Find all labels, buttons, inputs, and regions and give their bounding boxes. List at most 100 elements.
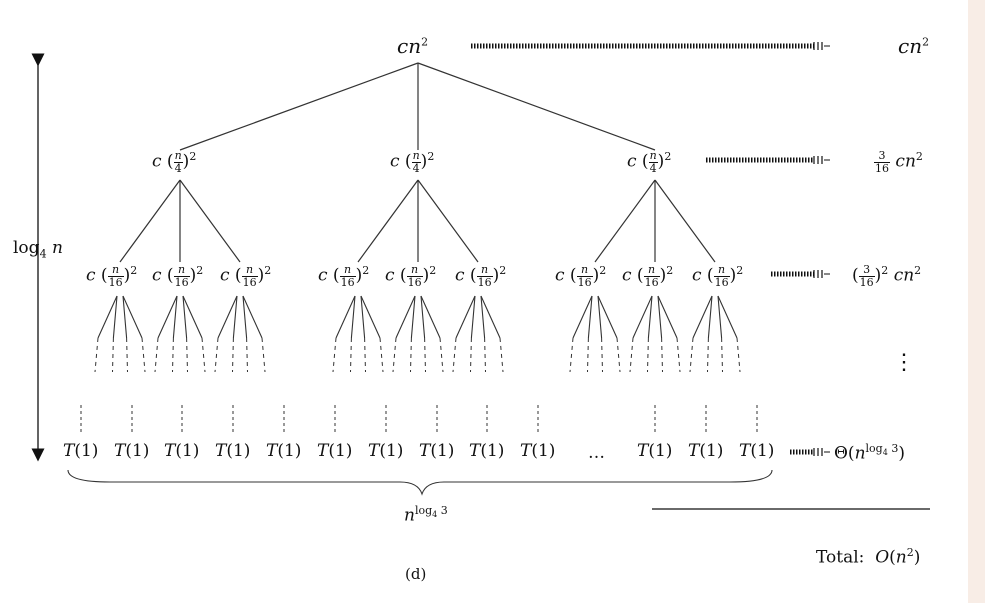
leaf-ellipsis: … bbox=[588, 445, 605, 462]
total-label: Total: O(n2) bbox=[816, 547, 920, 567]
l2-c: c bbox=[86, 265, 96, 286]
leaf-node: T(1) bbox=[637, 443, 672, 460]
total-n: n bbox=[895, 547, 907, 568]
leaf-node: T(1) bbox=[469, 443, 504, 460]
total-close: ) bbox=[913, 547, 921, 568]
fan-line bbox=[350, 295, 356, 339]
fan-line bbox=[112, 295, 118, 339]
l1-den: 4 bbox=[649, 161, 657, 175]
leaf-dashes bbox=[80, 405, 758, 432]
fan-dash bbox=[154, 337, 159, 373]
leaf-node: T(1) bbox=[688, 443, 723, 460]
leaf-arg: (1) bbox=[750, 441, 775, 461]
fan-line bbox=[692, 295, 713, 339]
fan-line bbox=[597, 295, 603, 339]
cost4-log: log bbox=[865, 442, 883, 455]
cost0-c: c bbox=[898, 34, 910, 58]
leaf-brace bbox=[67, 469, 773, 496]
fan-dash bbox=[707, 337, 709, 373]
fan-line bbox=[182, 295, 188, 339]
fan-line bbox=[360, 295, 366, 339]
leaf-T: T bbox=[419, 441, 431, 461]
cost4-base: 4 bbox=[882, 448, 888, 458]
l2-exp: 2 bbox=[130, 263, 138, 277]
fan-line bbox=[242, 295, 248, 339]
fan-dash bbox=[736, 337, 741, 373]
leaf-count-arg: 3 bbox=[440, 504, 448, 517]
root-exp: 2 bbox=[421, 35, 429, 49]
leaf-node: T(1) bbox=[368, 443, 403, 460]
fan-line bbox=[122, 295, 143, 339]
leaf-arg: (1) bbox=[277, 441, 302, 461]
fan-line bbox=[587, 295, 593, 339]
fan-dash bbox=[470, 337, 472, 373]
leaf-T: T bbox=[469, 441, 481, 461]
l2-exp: 2 bbox=[264, 263, 272, 277]
leaf-ellipsis-text: … bbox=[588, 443, 605, 463]
cost0-exp: 2 bbox=[922, 35, 930, 49]
root-c: c bbox=[397, 34, 409, 58]
leaf-node: T(1) bbox=[520, 443, 555, 460]
l2-c: c bbox=[385, 265, 395, 286]
l2-c: c bbox=[318, 265, 328, 286]
l2-den: 16 bbox=[714, 275, 729, 289]
leaf-node: T(1) bbox=[114, 443, 149, 460]
leaf-node: T(1) bbox=[419, 443, 454, 460]
l2-num: n bbox=[581, 263, 589, 276]
height-label: log4 n bbox=[13, 240, 63, 261]
leaf-T: T bbox=[317, 441, 329, 461]
fan-dash bbox=[601, 337, 603, 373]
fan-dash bbox=[629, 337, 634, 373]
fan-line bbox=[217, 295, 238, 339]
cost2-c: c bbox=[893, 265, 904, 286]
l2-num: n bbox=[411, 263, 419, 276]
l2-num: n bbox=[344, 263, 352, 276]
l1-num: n bbox=[649, 149, 657, 162]
l2-den: 16 bbox=[174, 275, 189, 289]
l1-c: c bbox=[152, 151, 162, 172]
total-O: O bbox=[875, 547, 890, 568]
leaf-arg: (1) bbox=[379, 441, 404, 461]
l2-c: c bbox=[455, 265, 465, 286]
leaf-T: T bbox=[215, 441, 227, 461]
fan-line bbox=[717, 295, 738, 339]
leaf-node: T(1) bbox=[266, 443, 301, 460]
fan-line bbox=[470, 295, 476, 339]
leaf-node: T(1) bbox=[215, 443, 250, 460]
height-base: 4 bbox=[39, 247, 47, 261]
fan-dash bbox=[246, 337, 248, 373]
fan-line bbox=[647, 295, 653, 339]
page-edge-stripe bbox=[968, 0, 985, 603]
leaf-T: T bbox=[637, 441, 649, 461]
l2-den: 16 bbox=[407, 275, 422, 289]
leaf-arg: (1) bbox=[74, 441, 99, 461]
fan-line bbox=[420, 295, 426, 339]
fan-line bbox=[122, 295, 128, 339]
l2-num: n bbox=[112, 263, 120, 276]
l1-exp: 2 bbox=[189, 149, 197, 163]
leaf-count-log: log bbox=[414, 504, 433, 517]
fan-line bbox=[480, 295, 486, 339]
l2-exp: 2 bbox=[196, 263, 204, 277]
leaf-T: T bbox=[114, 441, 126, 461]
l2-c: c bbox=[152, 265, 162, 286]
fan-line bbox=[172, 295, 178, 339]
leaf-count-base: 4 bbox=[432, 510, 438, 520]
fan-line bbox=[242, 295, 263, 339]
l1-c: c bbox=[627, 151, 637, 172]
fan-dash bbox=[587, 337, 589, 373]
cost1-n: n bbox=[904, 151, 916, 172]
fan-line bbox=[717, 295, 723, 339]
leaf-node: T(1) bbox=[63, 443, 98, 460]
